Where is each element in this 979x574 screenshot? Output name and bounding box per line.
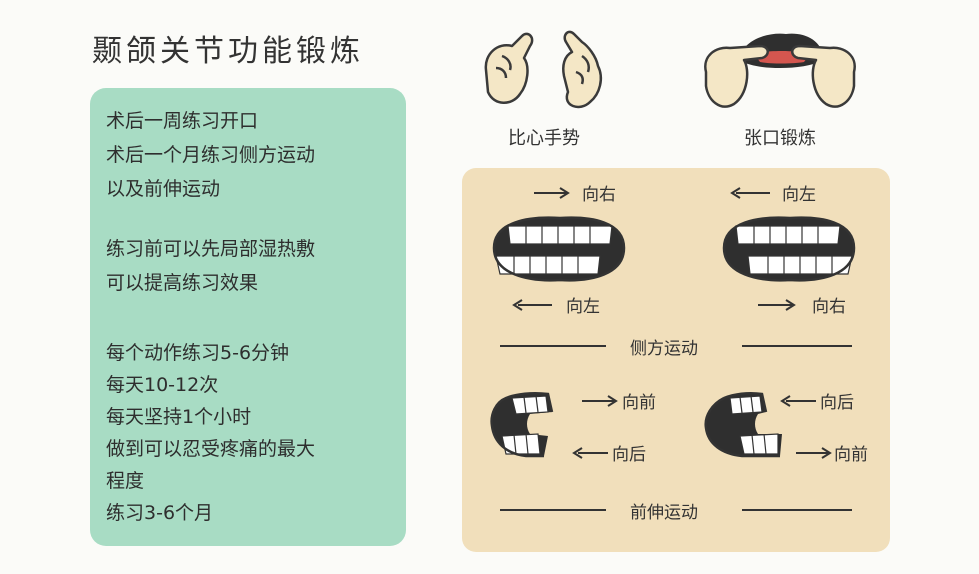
instruction-line: 练习前可以先局部湿热敷 (106, 238, 316, 260)
direction-label: 向左 (566, 297, 600, 317)
arrow-icon (758, 299, 796, 311)
open-mouth-label: 张口锻炼 (744, 128, 816, 149)
divider (500, 345, 606, 347)
divider (500, 509, 606, 511)
instruction-line: 每天10-12次 (106, 374, 219, 396)
arrow-icon (780, 395, 816, 407)
lateral-caption: 侧方运动 (630, 339, 698, 359)
instructions-panel: 术后一周练习开口 术后一个月练习侧方运动 以及前伸运动 练习前可以先局部湿热敷 … (90, 88, 406, 546)
instruction-line: 可以提高练习效果 (106, 272, 259, 294)
heart-hands-icon (484, 30, 602, 109)
direction-label: 向后 (612, 445, 646, 465)
lateral-mouth-icon (722, 216, 856, 282)
heart-gesture-label: 比心手势 (508, 128, 580, 149)
page-title: 颞颌关节功能锻炼 (92, 34, 364, 69)
direction-label: 向右 (582, 185, 616, 205)
protrusion-mouth-icon (704, 391, 782, 458)
arrow-icon (730, 187, 770, 199)
divider (742, 345, 852, 347)
protrusion-caption: 前伸运动 (630, 503, 698, 523)
arrow-icon (796, 447, 832, 459)
divider (742, 509, 852, 511)
instruction-line: 每天坚持1个小时 (106, 406, 252, 428)
arrow-icon (572, 447, 608, 459)
arrow-icon (512, 299, 552, 311)
protrusion-mouth-icon (490, 391, 554, 458)
instruction-line: 术后一个月练习侧方运动 (106, 144, 316, 166)
direction-label: 向前 (622, 393, 656, 413)
direction-label: 向左 (782, 185, 816, 205)
arrow-icon (582, 395, 618, 407)
direction-label: 向前 (834, 445, 868, 465)
instruction-line: 程度 (106, 470, 145, 492)
direction-label: 向后 (820, 393, 854, 413)
instruction-line: 练习3-6个月 (106, 502, 214, 524)
instruction-line: 每个动作练习5-6分钟 (106, 342, 290, 364)
arrow-icon (534, 187, 570, 199)
instruction-line: 以及前伸运动 (106, 178, 221, 200)
direction-label: 向右 (812, 297, 846, 317)
lateral-mouth-icon (492, 216, 626, 282)
instruction-line: 术后一周练习开口 (106, 110, 259, 132)
instruction-line: 做到可以忍受疼痛的最大 (106, 438, 316, 460)
mouth-open-hands-icon (704, 33, 856, 108)
